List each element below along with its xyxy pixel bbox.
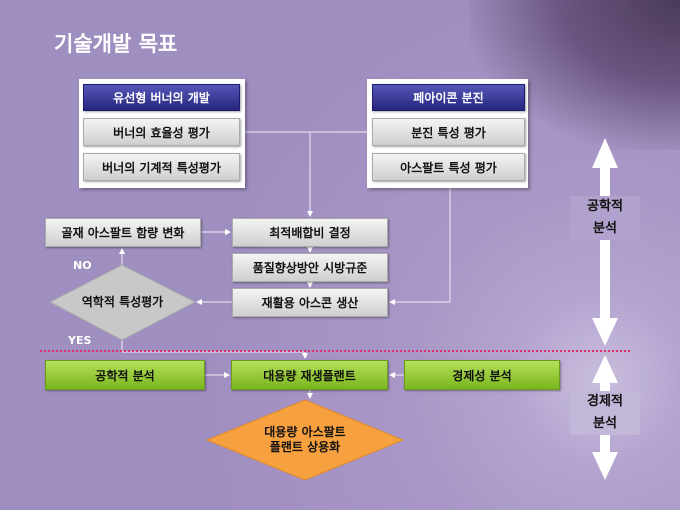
mix-box: 최적배합비 결정 [232,218,388,247]
no-label: NO [73,259,92,272]
eng-analysis-box: 공학적 분석 [45,360,205,390]
produce-box: 재활용 아스콘 생산 [232,288,388,317]
dust-eval-box: 분진 특성 평가 [372,118,525,146]
goal-label: 대용량 아스팔트 플랜트 상용화 [207,400,403,480]
econ-analysis-box: 경제성 분석 [404,360,560,390]
econ-side-1: 경제적 [587,394,623,409]
page-title: 기술개발 목표 [54,32,178,56]
asphalt-eval-box: 아스팔트 특성 평가 [372,153,525,181]
adjust-box: 골재 아스팔트 함량 변화 [45,218,201,247]
eng-side-1: 공학적 [587,199,623,214]
decision-diamond [48,264,197,341]
econ-side-2: 분석 [593,416,617,431]
spec-box: 품질향상방안 시방규준 [232,253,388,282]
goal-line-2: 플랜트 상용화 [269,440,341,454]
goal-line-1: 대용량 아스팔트 [264,425,346,439]
yes-label: YES [68,334,92,347]
dust-header: 페아이콘 분진 [372,84,525,111]
burner-efficiency-box: 버너의 효율성 평가 [83,118,240,146]
plant-box: 대용량 재생플랜트 [231,360,388,390]
burner-mechanical-box: 버너의 기계적 특성평가 [83,153,240,181]
eng-side-2: 분석 [593,221,617,236]
goal-diamond [205,399,405,481]
double-arrow-engineering [592,138,618,346]
eval-label: 역학적 특성평가 [81,295,164,309]
burner-header: 유선형 버너의 개발 [83,84,240,111]
